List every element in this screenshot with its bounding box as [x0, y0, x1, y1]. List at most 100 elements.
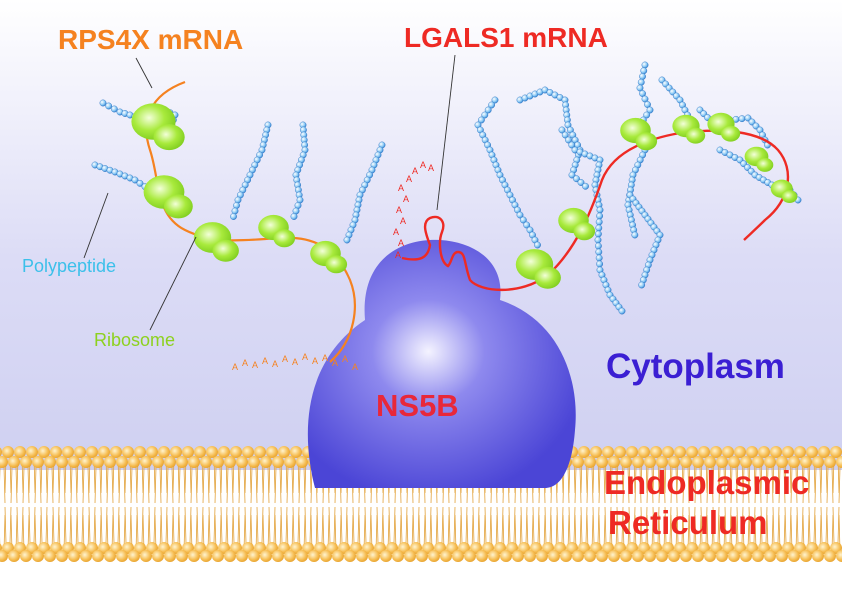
- poly-a-letter: A: [232, 362, 238, 372]
- lipid-tail: [622, 466, 625, 504]
- lipid-head: [56, 550, 68, 562]
- ribosome-small-subunit: [164, 194, 193, 219]
- lipid-tail: [693, 506, 696, 544]
- lipid-tail: [417, 506, 420, 544]
- lipid-tail: [3, 466, 6, 504]
- lipid-head: [224, 550, 236, 562]
- lipid-tail: [616, 506, 619, 544]
- lipid-tail: [735, 466, 738, 504]
- amino-acid-bead: [639, 73, 646, 80]
- lipid-head: [806, 446, 818, 458]
- lipid-tail: [328, 506, 331, 544]
- lgals1-mrna-strand: [401, 129, 790, 292]
- amino-acid-bead: [595, 254, 603, 262]
- lipid-tail: [207, 466, 210, 504]
- lipid-head: [614, 446, 626, 458]
- lipid-head: [638, 446, 650, 458]
- lipid-tail: [100, 506, 103, 544]
- lipid-tail: [604, 506, 607, 544]
- lipid-head: [536, 550, 548, 562]
- lipid-head: [356, 550, 368, 562]
- lipid-tail: [585, 506, 588, 544]
- lipid-head: [44, 550, 56, 562]
- lipid-tail: [376, 506, 379, 544]
- lipid-tail: [244, 506, 247, 544]
- lipid-tail: [646, 466, 649, 504]
- lipid-head: [32, 456, 44, 468]
- lipid-head: [284, 550, 296, 562]
- lipid-tail: [436, 506, 439, 544]
- lipid-tail: [711, 466, 714, 504]
- lipid-head: [668, 550, 680, 562]
- lipid-head: [86, 446, 98, 458]
- lipid-tail: [783, 466, 786, 504]
- lipid-tail: [93, 506, 96, 544]
- lipid-tail: [153, 506, 156, 544]
- lipid-tail: [171, 466, 174, 504]
- lipid-tail: [754, 466, 757, 504]
- lipid-tail: [603, 466, 606, 504]
- lipid-tail: [286, 466, 289, 504]
- lipid-tail: [813, 506, 816, 544]
- lipid-tail: [640, 506, 643, 544]
- amino-acid-bead: [595, 224, 603, 232]
- er-label-line1: Endoplasmic: [604, 464, 810, 501]
- poly-a-letter: A: [398, 183, 404, 193]
- lipid-tail: [208, 506, 211, 544]
- lipid-tail: [807, 466, 810, 504]
- lipid-tail: [201, 506, 204, 544]
- lipid-tail: [117, 506, 120, 544]
- lipid-tail: [190, 466, 193, 504]
- lgals1-mrna-label: LGALS1 mRNA: [404, 22, 608, 53]
- lipid-head: [284, 456, 296, 468]
- lipid-tail: [597, 506, 600, 544]
- lipid-tail: [837, 506, 840, 544]
- lipid-tail: [832, 506, 835, 544]
- lipid-tail: [15, 466, 18, 504]
- lipid-head: [212, 550, 224, 562]
- lipid-head: [176, 550, 188, 562]
- lipid-tail: [195, 466, 198, 504]
- lipid-head: [698, 446, 710, 458]
- lipid-head: [176, 456, 188, 468]
- lipid-tail: [802, 466, 805, 504]
- lipid-head: [752, 456, 764, 468]
- cytoplasm-label: Cytoplasm: [606, 347, 785, 386]
- lipid-tail: [699, 466, 702, 504]
- lipid-head: [134, 446, 146, 458]
- lipid-head: [248, 456, 260, 468]
- lipid-head: [812, 550, 824, 562]
- lipid-tail: [670, 466, 673, 504]
- lipid-tail: [568, 506, 571, 544]
- lipid-head: [128, 550, 140, 562]
- lipid-tail: [694, 466, 697, 504]
- lipid-tail: [141, 506, 144, 544]
- lipid-head: [50, 446, 62, 458]
- lipid-tail: [658, 466, 661, 504]
- lipid-head: [146, 446, 158, 458]
- lipid-head: [608, 456, 620, 468]
- lipid-tail: [610, 466, 613, 504]
- lipid-head: [140, 456, 152, 468]
- ribosomes: [131, 103, 798, 289]
- lipid-tail: [657, 506, 660, 544]
- lipid-tail: [160, 506, 163, 544]
- lipid-head: [152, 550, 164, 562]
- lipid-head: [512, 550, 524, 562]
- poly-a-letter: A: [272, 359, 278, 369]
- lipid-tail: [165, 506, 168, 544]
- lipid-tail: [225, 506, 228, 544]
- poly-a-letter: A: [292, 357, 298, 367]
- lipid-tail: [489, 506, 492, 544]
- lipid-head: [116, 550, 128, 562]
- lipid-head: [218, 446, 230, 458]
- lipid-head: [476, 550, 488, 562]
- lipid-tail: [280, 506, 283, 544]
- lipid-head: [674, 446, 686, 458]
- lipid-tail: [52, 506, 55, 544]
- lipid-head: [2, 446, 14, 458]
- lipid-tail: [136, 506, 139, 544]
- lipid-tail: [76, 506, 79, 544]
- lipid-tail: [22, 466, 25, 504]
